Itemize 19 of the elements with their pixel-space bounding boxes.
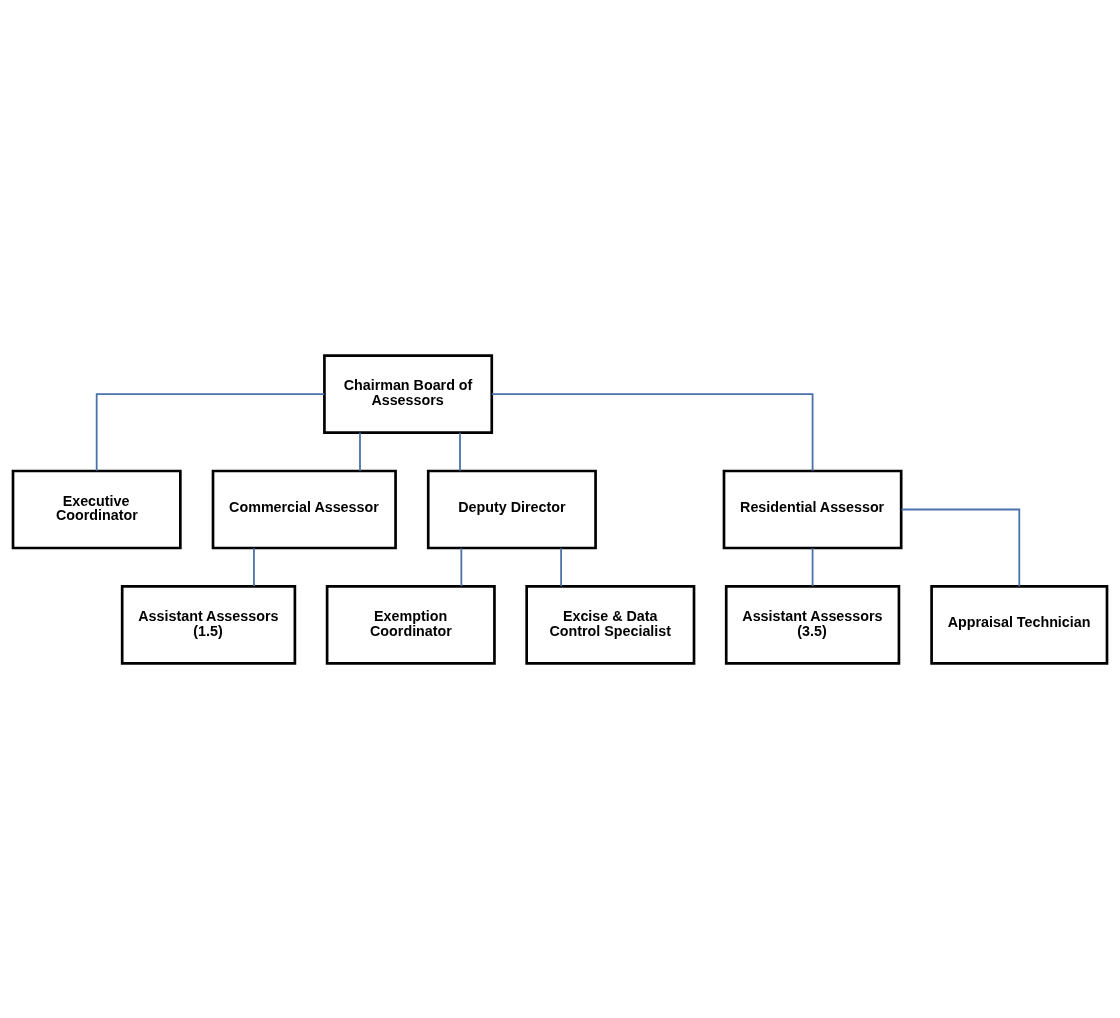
connector [253,546,255,587]
node-box: Deputy Director [426,469,597,549]
node-box: Residential Assessor [722,469,903,549]
node-box: Commercial Assessor [211,469,397,549]
connector [460,546,463,587]
node-box: Chairman Board of Assessors [323,353,494,434]
connector [900,508,1021,587]
connector [491,392,814,472]
node-box: Exemption Coordinator [325,584,496,665]
connector [95,392,326,472]
connector [459,431,461,472]
node-box: Excise & Data Control Specialist [525,584,696,665]
node-box: Appraisal Technician [930,584,1109,665]
connector [560,546,562,587]
connector [359,431,361,472]
node-box: Assistant Assessors (1.5) [120,584,297,665]
connector [811,546,814,587]
node-box: Assistant Assessors (3.5) [724,584,901,665]
node-box: Executive Coordinator [11,469,182,549]
